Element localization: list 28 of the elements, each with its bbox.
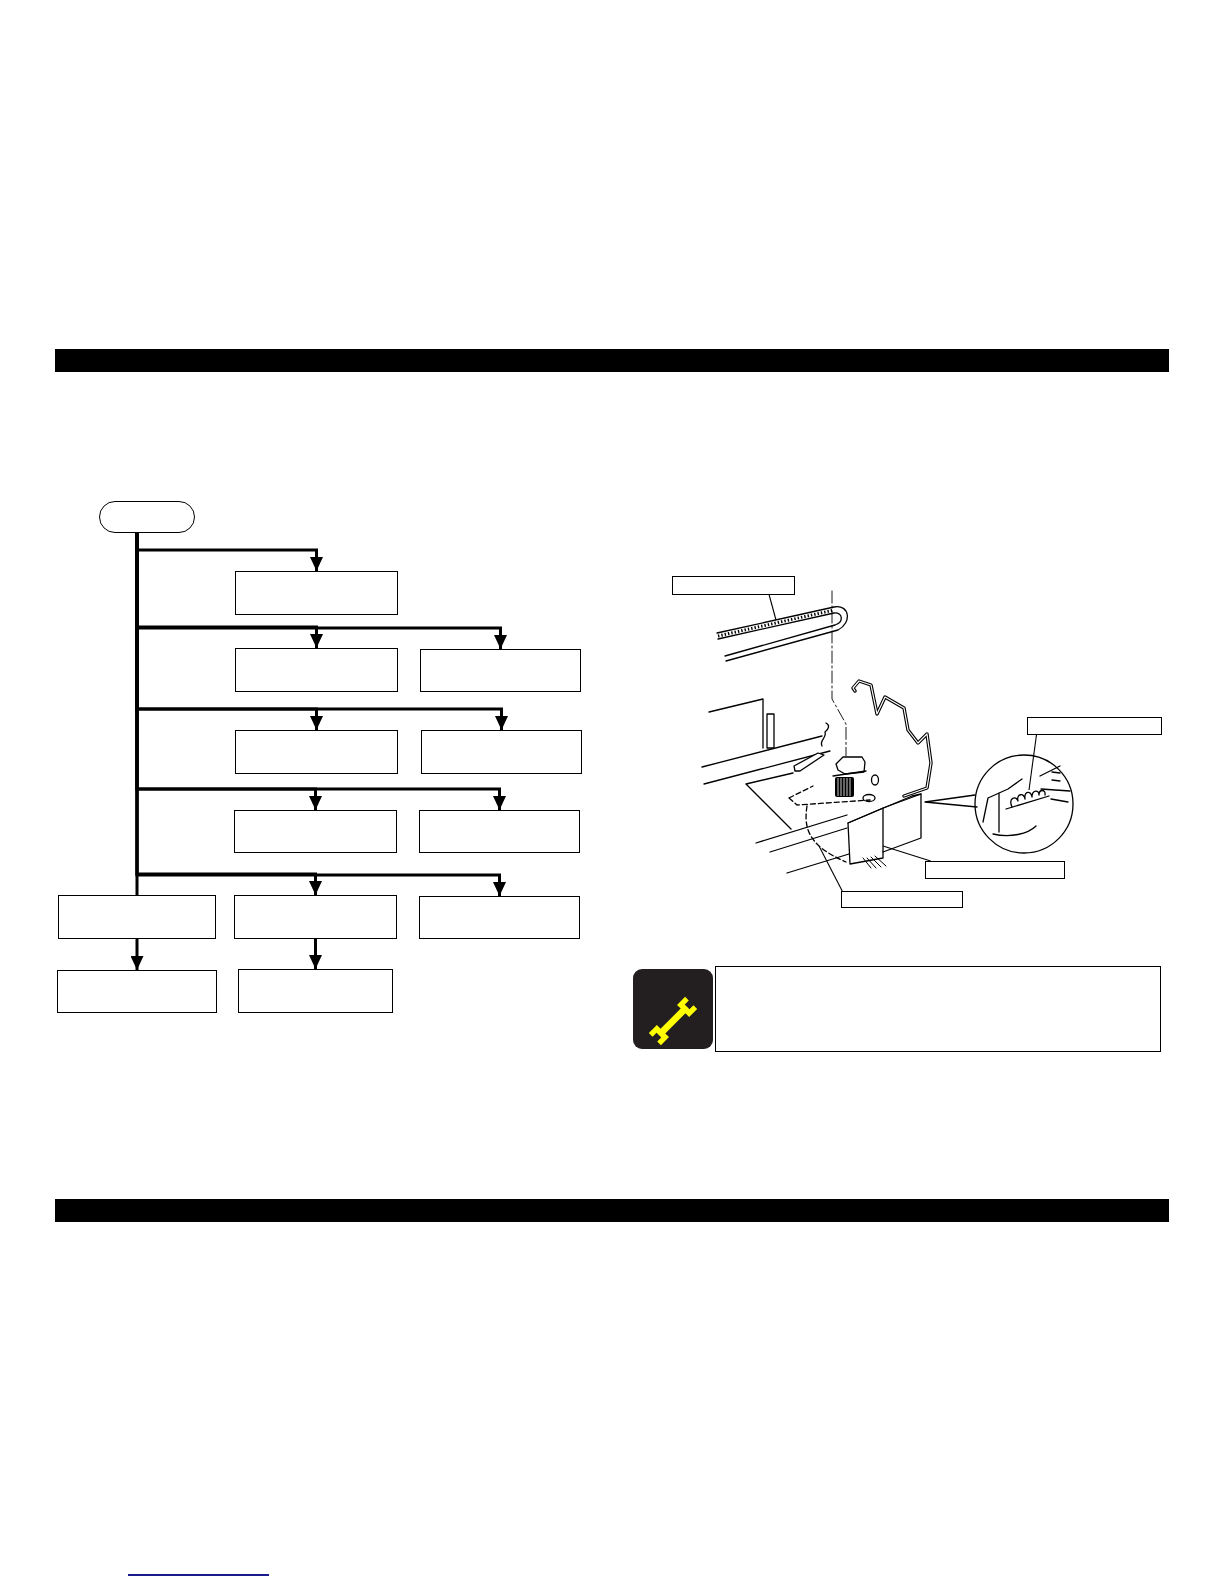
terminal-shape bbox=[99, 501, 195, 533]
note-box bbox=[715, 966, 1161, 1052]
process-box bbox=[234, 810, 397, 853]
process-box bbox=[235, 648, 398, 692]
process-box bbox=[421, 730, 582, 774]
process-box bbox=[235, 571, 398, 615]
process-box bbox=[419, 896, 580, 939]
drive-belt-drawing bbox=[716, 606, 848, 662]
leader-line bbox=[818, 845, 843, 892]
connector-line bbox=[135, 533, 139, 895]
callout-box bbox=[1027, 717, 1162, 735]
process-box bbox=[419, 810, 580, 853]
process-box bbox=[238, 969, 393, 1013]
process-box bbox=[58, 895, 216, 939]
process-box bbox=[235, 730, 398, 774]
hidden-part-outline bbox=[788, 785, 871, 863]
arrow bbox=[309, 939, 322, 969]
callout-box bbox=[672, 576, 795, 595]
process-box bbox=[420, 649, 581, 692]
leader-line bbox=[768, 594, 777, 621]
leader-line bbox=[882, 845, 932, 862]
carriage-drawing bbox=[832, 756, 922, 869]
process-box bbox=[234, 895, 397, 939]
callout-box bbox=[841, 891, 963, 908]
arrow bbox=[130, 939, 144, 970]
callout-box bbox=[925, 861, 1065, 879]
process-box bbox=[57, 970, 217, 1013]
spring-drawing bbox=[1005, 789, 1050, 810]
